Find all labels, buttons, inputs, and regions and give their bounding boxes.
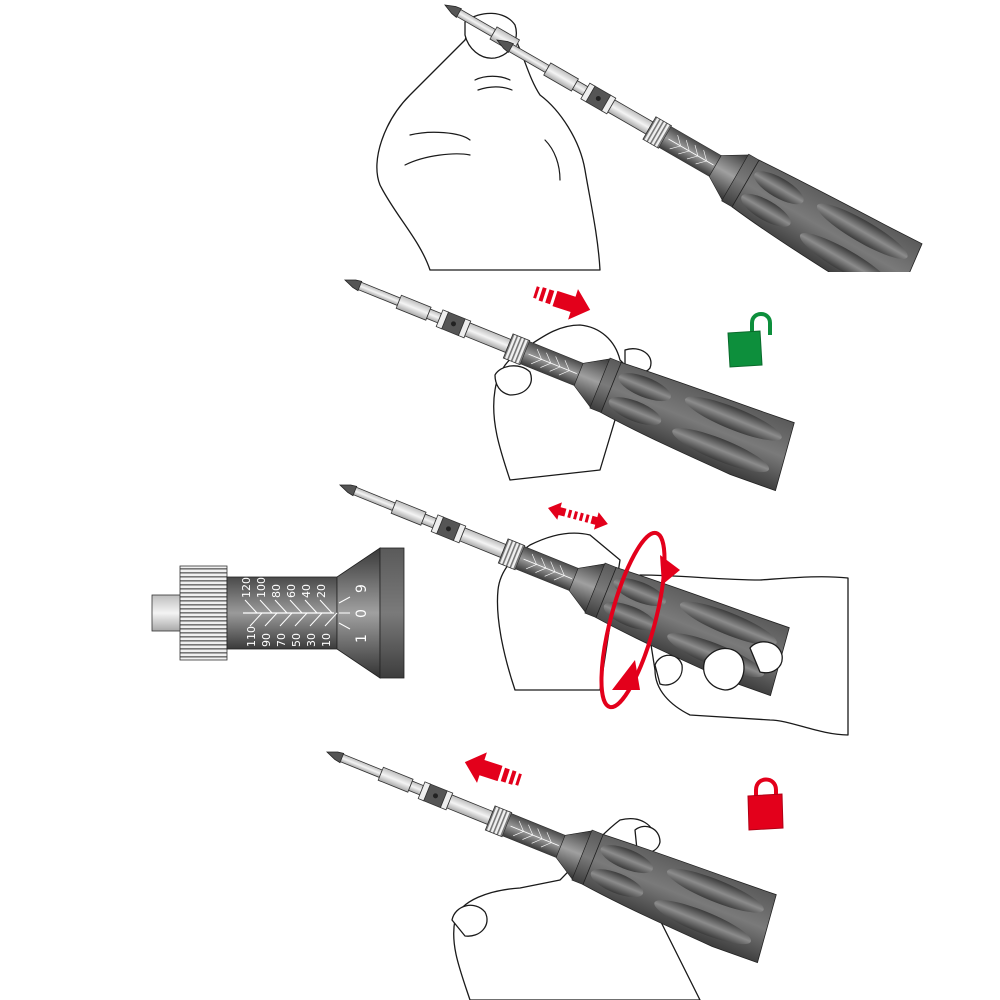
scale-label-lower: 50	[290, 633, 303, 647]
scale-label-upper: 100	[255, 577, 268, 598]
scale-label-lower: 70	[275, 633, 288, 647]
cone-label: 0	[354, 609, 370, 618]
step-4-lock	[313, 718, 785, 1000]
rotate-arrow-icon	[599, 530, 680, 710]
scale-label-upper: 60	[285, 584, 298, 598]
arrow-left-icon	[459, 746, 525, 796]
torque-scale-detail: 120 100 80 60 40 20 110 90 70 50 30 10 9…	[151, 547, 405, 679]
padlock-closed-icon	[747, 777, 784, 831]
scale-label-lower: 110	[245, 626, 258, 647]
step-2-unlock	[331, 246, 803, 493]
arrow-right-icon	[530, 276, 596, 326]
cone-label: 1	[354, 634, 370, 643]
scale-label-lower: 30	[305, 633, 318, 647]
step-1-insert-bit	[376, 4, 930, 272]
scale-label-upper: 40	[300, 584, 313, 598]
scale-label-lower: 10	[320, 633, 333, 647]
scale-label-upper: 120	[240, 577, 253, 598]
padlock-open-icon	[727, 312, 772, 368]
step-3-set-torque: 120 100 80 60 40 20 110 90 70 50 30 10 9…	[151, 451, 849, 736]
scale-label-upper: 80	[270, 584, 283, 598]
cone-label: 9	[354, 584, 370, 593]
scale-label-upper: 20	[315, 584, 328, 598]
scale-label-lower: 90	[260, 633, 273, 647]
double-arrow-icon	[548, 502, 608, 530]
